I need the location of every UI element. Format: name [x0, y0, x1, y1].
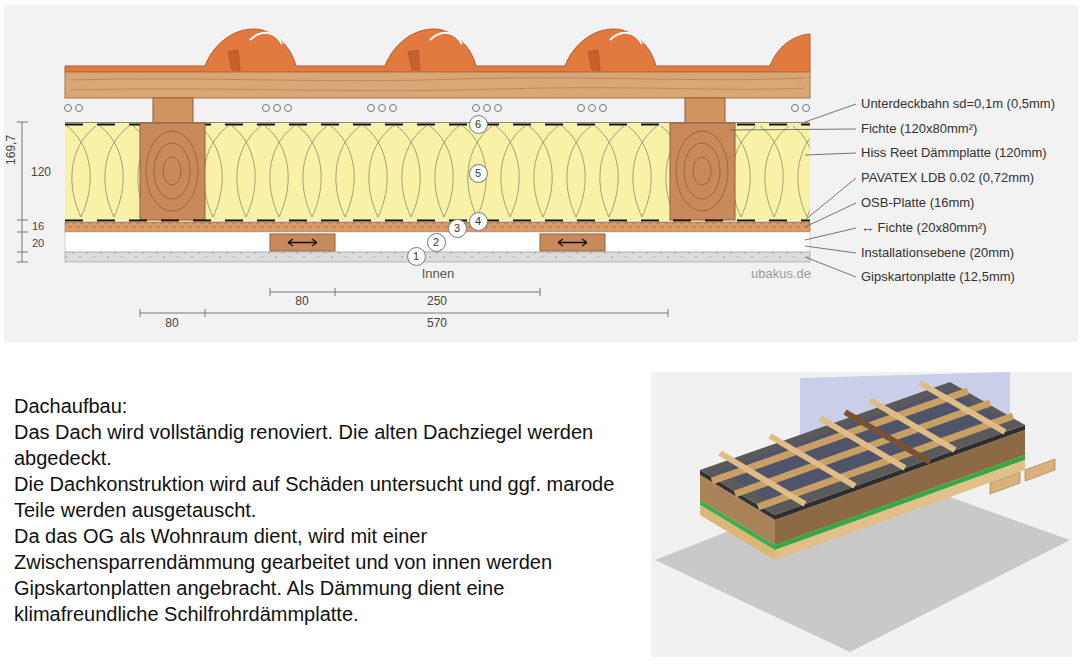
dimension-label: 250 [427, 295, 447, 309]
gypsum-board [65, 252, 810, 262]
callout-number: 5 [469, 164, 488, 183]
watermark: ubakus.de [751, 267, 811, 282]
layer-label: Gipskartonplatte (12,5mm) [861, 270, 1015, 285]
leader-line [730, 104, 856, 277]
insulation [65, 123, 810, 220]
dimension-label: 570 [427, 317, 447, 331]
layer-label: Fichte (120x80mm²) [861, 122, 977, 137]
counter-batten [153, 98, 193, 123]
callout-number: 6 [469, 115, 488, 134]
text-paragraph: Da das OG als Wohnraum dient, wird mit e… [14, 523, 638, 627]
roof-3d-illustration [651, 372, 1072, 657]
text-paragraph: Die Dachkonstruktion wird auf Schäden un… [14, 471, 638, 523]
installation-layer [65, 232, 810, 252]
callout-text: 3 [454, 223, 460, 234]
layer-label: Unterdeckbahn sd=0,1m (0,5mm) [861, 97, 1055, 112]
text-heading: Dachaufbau: [14, 393, 638, 419]
text-paragraph: Das Dach wird vollständig renoviert. Die… [14, 419, 638, 471]
layer-label: Hiss Reet Dämmplatte (120mm) [861, 146, 1047, 161]
callout-number: 3 [448, 219, 467, 238]
callout-number: 2 [427, 233, 446, 252]
dimension-label: 169,7 [5, 135, 19, 165]
layer-label: Installationsebene (20mm) [861, 246, 1014, 261]
layer-label: OSB-Platte (16mm) [861, 196, 974, 211]
side-label: Innen [422, 267, 455, 282]
dimension-label: 20 [32, 237, 44, 250]
dimension-label: 80 [295, 295, 308, 309]
layer-label: PAVATEX LDB 0.02 (0,72mm) [861, 171, 1034, 186]
layer-label: ↔ Fichte (20x80mm²) [861, 221, 987, 236]
roof-tiles [65, 29, 810, 72]
callout-text: 2 [433, 237, 439, 248]
callout-text: 1 [413, 251, 419, 262]
osb-board [65, 222, 810, 232]
panel [4, 5, 1078, 342]
dimension-line [17, 122, 28, 262]
rafter [140, 123, 735, 220]
callout-number: 4 [469, 212, 488, 231]
dimension-label: 80 [165, 317, 178, 331]
text-block: Dachaufbau:Das Dach wird vollständig ren… [14, 393, 638, 627]
callout-number: 1 [407, 247, 426, 266]
dimension-label: 120 [31, 166, 51, 180]
batten-band [65, 72, 810, 98]
callout-text: 5 [475, 168, 481, 179]
dimension-label: 16 [32, 220, 44, 233]
callout-text: 6 [475, 119, 481, 130]
callout-text: 4 [475, 216, 481, 227]
air-gap [65, 105, 810, 112]
dimension-line [140, 288, 668, 317]
counter-batten [685, 98, 725, 123]
